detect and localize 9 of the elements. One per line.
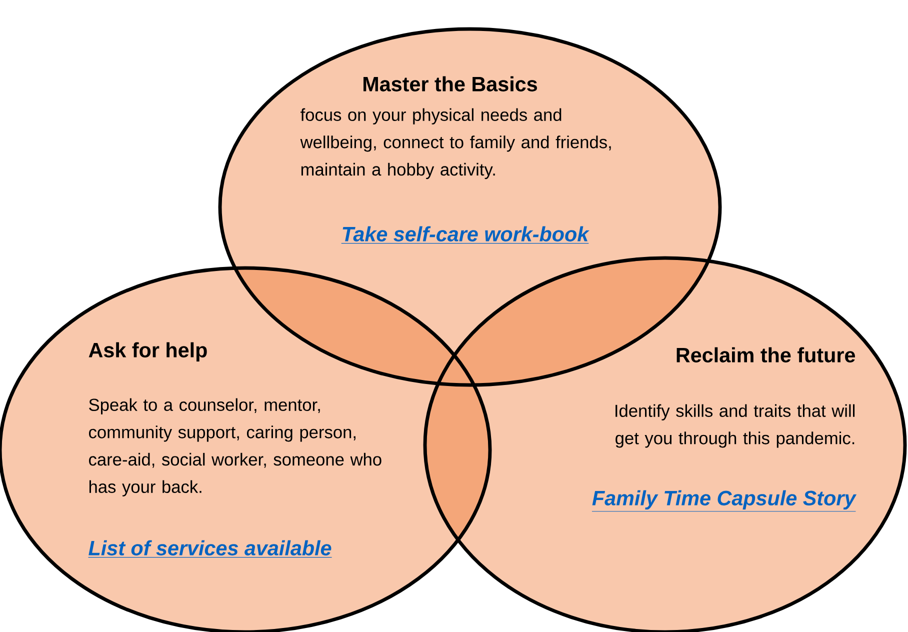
heading: Reclaim the future — [676, 347, 855, 362]
heading: Ask for help — [88, 342, 207, 362]
description: Identify skills and traits that will get you through this pandemic. — [616, 404, 855, 448]
description: focus on your physical needs and wellbeing, connect to family and friends, maintain a hobby activity. — [300, 108, 611, 180]
heading: Master the Basics — [364, 76, 537, 92]
link: List of services available — [88, 540, 332, 558]
description: Speak to a counselor, mentor, community support, caring person, care-aid, social worker, someone who has your back. — [89, 398, 382, 496]
link: Take self-care work-book — [341, 226, 590, 244]
link: Family Time Capsule Story — [592, 490, 857, 512]
